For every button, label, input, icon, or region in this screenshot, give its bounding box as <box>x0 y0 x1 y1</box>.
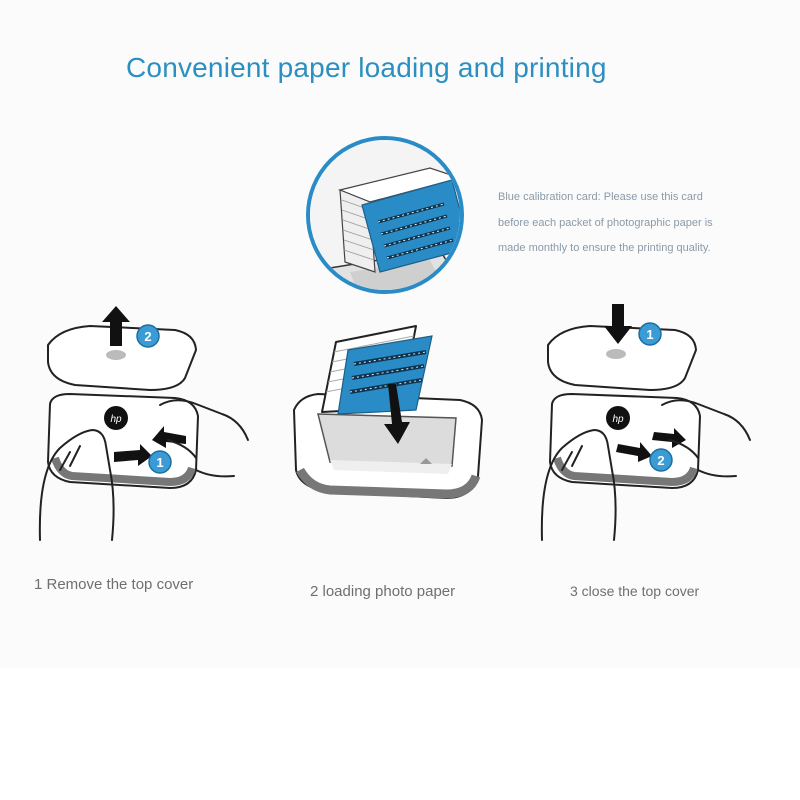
step-badge: 1 <box>638 322 662 346</box>
svg-text:2: 2 <box>144 329 151 344</box>
calibration-note-line: before each packet of photographic paper… <box>498 216 713 229</box>
svg-text:1: 1 <box>646 327 653 342</box>
calibration-note-line: made monthly to ensure the printing qual… <box>498 242 711 254</box>
svg-text:hp: hp <box>110 414 122 425</box>
hp-logo-icon <box>104 406 128 430</box>
step-1-label: 1 Remove the top cover <box>34 576 194 593</box>
step-badge: 2 <box>136 324 160 348</box>
svg-text:2: 2 <box>657 453 664 468</box>
step-badge: 1 <box>148 450 172 474</box>
arrow-down-icon <box>384 384 410 444</box>
hp-logo-icon <box>606 406 630 430</box>
page-title: Convenient paper loading and printing <box>126 52 607 83</box>
step-3-label: 3 close the top cover <box>570 583 700 599</box>
svg-text:hp: hp <box>612 414 624 425</box>
step-badge: 2 <box>649 448 673 472</box>
svg-text:1: 1 <box>156 455 163 470</box>
calibration-note-line: Blue calibration card: Please use this c… <box>498 191 703 203</box>
arrow-up-icon <box>102 306 130 346</box>
step-2-label: 2 loading photo paper <box>310 583 456 600</box>
arrow-down-icon <box>604 304 632 344</box>
calibration-note: Blue calibration card: Please use this c… <box>498 185 748 262</box>
